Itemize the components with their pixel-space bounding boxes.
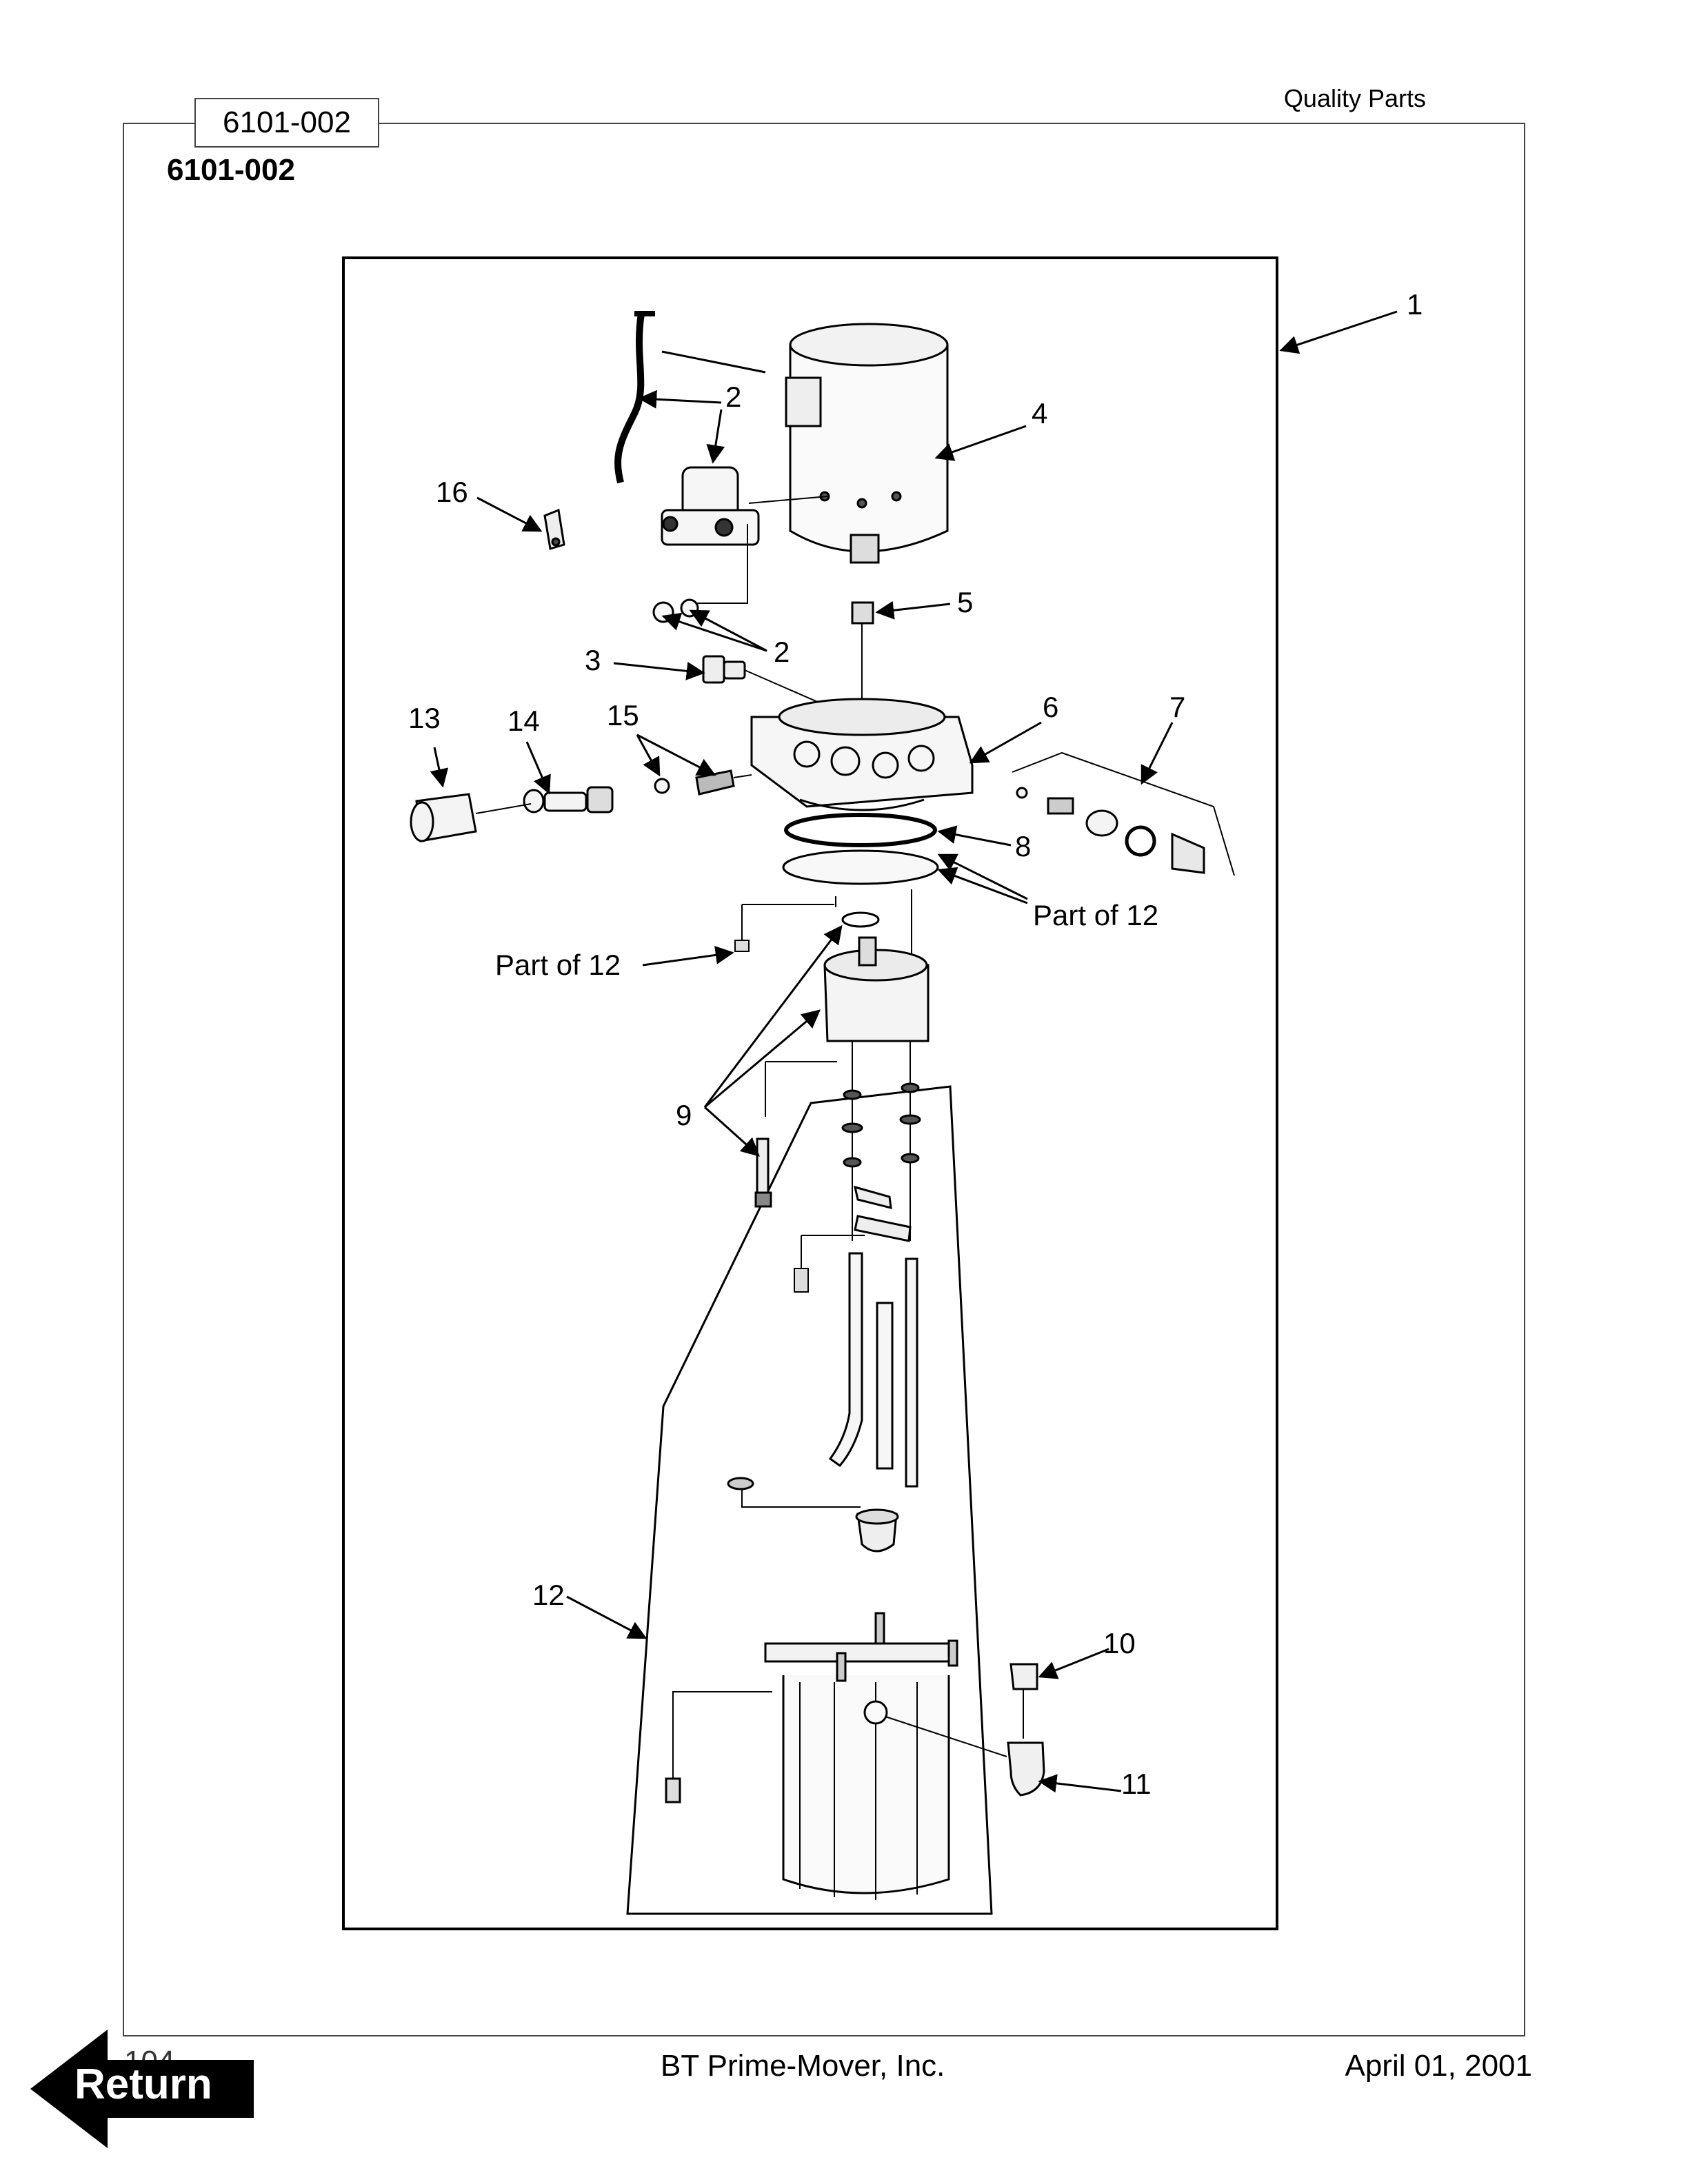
diagram-frame <box>342 256 1278 1930</box>
screw-drawing <box>734 904 834 952</box>
part-number-heading: 6101-002 <box>167 153 295 187</box>
leader-2b-b <box>689 609 767 652</box>
leader-15a <box>636 734 661 777</box>
leader-2a-cable <box>638 390 722 409</box>
callout-10: 10 <box>1103 1627 1136 1659</box>
relief-valve-drawing <box>1012 751 1235 876</box>
leader-part12-a <box>937 853 1028 900</box>
left-arrow-icon <box>30 2030 254 2148</box>
manifold-drawing <box>750 698 974 811</box>
callout-16: 16 <box>436 476 468 508</box>
pump-drawing <box>754 936 930 1241</box>
leader-9c <box>703 1106 761 1157</box>
breather-fitting-drawing <box>885 1663 1045 1797</box>
callout-4: 4 <box>1032 397 1047 429</box>
header-quality-parts: Quality Parts <box>1283 84 1426 112</box>
callout-6: 6 <box>1043 691 1058 723</box>
reservoir-outline <box>626 1085 993 1915</box>
leader-part12-left <box>642 945 734 967</box>
check-valve-parts-drawing <box>410 769 752 842</box>
callout-15: 15 <box>607 699 639 731</box>
callout-13: 13 <box>408 702 441 734</box>
leader-9b <box>704 1009 821 1109</box>
callout-8: 8 <box>1015 830 1031 862</box>
callout-3: 3 <box>585 644 601 676</box>
bracket-drawing <box>543 508 565 550</box>
callout-part-of-12-right: Part of 12 <box>1033 899 1158 931</box>
leader-6 <box>969 721 1042 764</box>
callout-part-of-12-left: Part of 12 <box>495 949 621 981</box>
callout-11: 11 <box>1121 1768 1152 1800</box>
leader-14 <box>525 741 551 795</box>
leader-10 <box>1038 1648 1109 1679</box>
callout-1: 1 <box>1407 288 1423 321</box>
callout-2-lower: 2 <box>774 636 790 668</box>
page-frame <box>123 123 1525 2036</box>
leader-2a-solenoid <box>706 409 725 464</box>
fitting-drawing <box>702 655 821 704</box>
callout-14: 14 <box>508 705 540 737</box>
coupling-drawing <box>851 601 874 625</box>
return-button[interactable]: Return <box>28 2027 262 2151</box>
leader-3 <box>613 661 705 680</box>
leader-part12-b <box>937 867 1028 904</box>
callout-9: 9 <box>676 1099 692 1131</box>
leader-1 <box>1279 310 1398 354</box>
motor-drawing <box>785 323 949 564</box>
footer-company: BT Prime-Mover, Inc. <box>661 2049 945 2083</box>
leader-15b <box>636 734 716 776</box>
washer-drawing <box>841 1082 921 1242</box>
return-label: Return <box>74 2061 212 2108</box>
leader-9a <box>703 924 843 1108</box>
plate-screw-drawing <box>794 1235 865 1293</box>
reservoir-tank-drawing <box>665 1612 958 1900</box>
leader-13 <box>430 747 449 788</box>
part-number-tab: 6101-002 <box>194 98 379 148</box>
callout-leaders <box>430 310 1398 1793</box>
callout-12: 12 <box>532 1579 565 1611</box>
leader-8 <box>937 825 1012 847</box>
leader-11 <box>1038 1774 1122 1793</box>
leader-12 <box>566 1595 647 1639</box>
leader-5 <box>875 600 951 620</box>
leader-4 <box>934 425 1027 461</box>
callout-7: 7 <box>1169 691 1185 723</box>
callout-2-upper: 2 <box>725 381 741 413</box>
leader-16 <box>476 496 543 532</box>
tube-drawing <box>727 1252 918 1553</box>
callout-5: 5 <box>957 586 973 618</box>
footer-date: April 01, 2001 <box>1345 2049 1532 2083</box>
leader-2b-a <box>661 612 767 652</box>
leader-7 <box>1141 722 1174 785</box>
